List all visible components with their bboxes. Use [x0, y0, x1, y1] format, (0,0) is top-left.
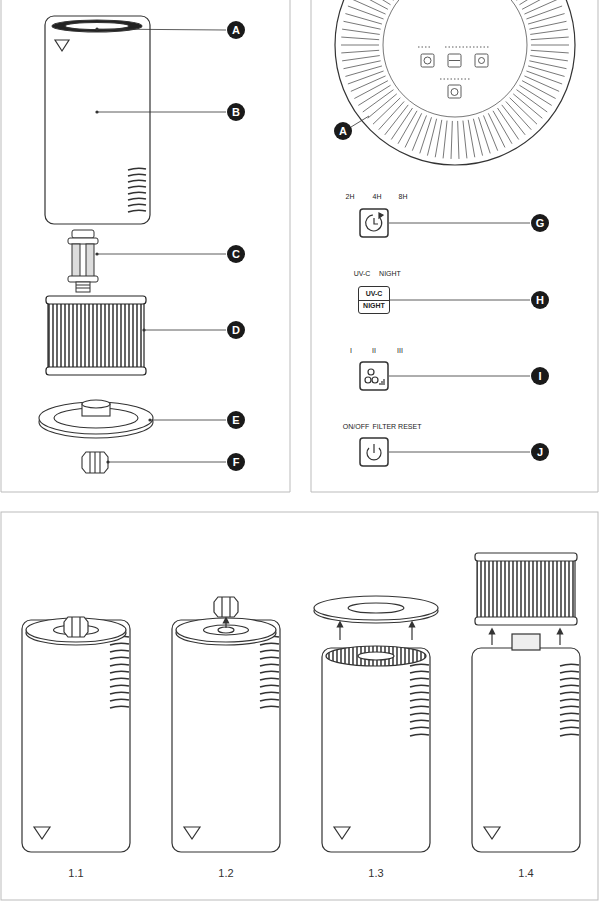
callout-letter: C	[227, 245, 245, 263]
button-label: III	[397, 347, 403, 354]
purifier-body	[314, 596, 438, 852]
callout-letter: H	[531, 291, 549, 309]
step-number: 1.4	[518, 867, 533, 879]
filter-cylinder	[46, 296, 146, 375]
callout-letter: G	[531, 214, 549, 232]
callout-letter: B	[227, 103, 245, 121]
node-text: C	[232, 248, 240, 260]
lock-nut	[82, 452, 108, 473]
callout-letter: A	[334, 122, 352, 140]
purifier-body	[45, 16, 150, 224]
step-number: 1.2	[218, 867, 233, 879]
mini-button	[418, 47, 490, 98]
button-label: ON/OFF	[343, 423, 369, 430]
mode-button: UV-CNIGHT	[358, 286, 390, 314]
node-text: A	[339, 125, 347, 137]
button-label: 8H	[399, 193, 408, 200]
purifier-body	[172, 597, 280, 852]
button-label: 4H	[373, 193, 382, 200]
control-panel-top	[335, 0, 575, 165]
node-text: A	[232, 24, 240, 36]
callout-letter: E	[227, 411, 245, 429]
node-text: UV-C	[359, 289, 389, 299]
node-text: J	[537, 446, 543, 458]
callout-letter: J	[531, 443, 549, 461]
node-text: H	[536, 294, 544, 306]
leader-line	[97, 29, 226, 462]
button-label: NIGHT	[379, 270, 401, 277]
node-text: D	[232, 324, 240, 336]
button-label: 2H	[346, 193, 355, 200]
button-label: I	[350, 347, 352, 354]
node-text: I	[538, 370, 541, 382]
node-text: G	[536, 217, 545, 229]
node-text: F	[233, 456, 240, 468]
leader-line	[389, 223, 530, 452]
uv-lamp	[68, 230, 98, 292]
purifier-body	[472, 553, 580, 852]
button-label: UV-C	[354, 270, 371, 277]
button-label: II	[372, 347, 376, 354]
purifier-body	[22, 617, 130, 852]
node-text: E	[232, 414, 239, 426]
base-plate	[39, 400, 153, 438]
callout-letter: D	[227, 321, 245, 339]
step-number: 1.1	[68, 867, 83, 879]
step-number: 1.3	[368, 867, 383, 879]
node-text: B	[232, 106, 240, 118]
callout-letter: A	[227, 21, 245, 39]
button-label: FILTER RESET	[373, 423, 422, 430]
callout-letter: I	[531, 367, 549, 385]
node-text: NIGHT	[359, 300, 389, 311]
callout-letter: F	[227, 453, 245, 471]
